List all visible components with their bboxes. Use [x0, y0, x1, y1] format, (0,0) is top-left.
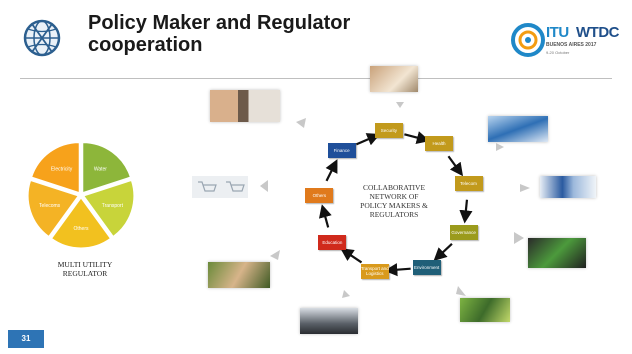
itu-globe-logo — [22, 18, 62, 58]
keyboard-stethoscope-photo — [488, 116, 548, 142]
pie-segment-label: Water — [94, 166, 107, 172]
multi-utility-regulator-label: MULTI UTILITY REGULATOR — [57, 260, 113, 278]
page-number: 31 — [8, 330, 44, 348]
network-node: Others — [305, 187, 334, 203]
pie-segment — [50, 197, 112, 249]
pie-segment-label: Telecoms — [39, 203, 61, 209]
slide-title: Policy Maker and Regulator cooperation — [88, 12, 351, 56]
logo-brand-sub: WTDC — [576, 24, 620, 41]
ring-arrow — [447, 155, 464, 177]
logo-brand-main: ITU — [546, 24, 569, 41]
pie-segment-label: Transport — [102, 203, 124, 209]
ring-arrow — [384, 263, 411, 277]
documents-photo — [370, 66, 418, 92]
cart-icons-image — [192, 176, 248, 198]
network-center-label: COLLABORATIVE NETWORK OF POLICY MAKERS &… — [360, 183, 428, 219]
title-divider — [20, 78, 612, 79]
pie-segment-label: Electricity — [51, 166, 73, 172]
car-photo — [300, 308, 358, 334]
network-node: Environment — [412, 259, 441, 275]
ring-arrow — [404, 131, 430, 144]
telecom-tower-photo — [540, 176, 596, 198]
ring-arrow — [325, 159, 338, 182]
wtdc-logo: ITU WTDC BUENOS AIRES 2017 9-20 October — [510, 20, 622, 66]
pie-segment — [83, 179, 135, 238]
network-node: Governance — [449, 225, 478, 241]
pie-segment — [31, 142, 80, 194]
ring-arrow — [459, 199, 473, 224]
ring-arrow — [355, 133, 381, 146]
vote-button-photo — [528, 238, 586, 268]
education-photo — [208, 262, 270, 288]
network-node: Health — [425, 135, 454, 151]
network-node: Transport and Logistics — [360, 263, 389, 279]
environment-photo — [460, 298, 510, 322]
network-node: Security — [374, 122, 403, 138]
pie-segment-label: Others — [73, 226, 89, 232]
ring-arrow — [433, 243, 453, 262]
network-ring — [300, 110, 490, 290]
network-node: Education — [318, 235, 347, 251]
ring-arrow — [318, 204, 332, 228]
logo-location: BUENOS AIRES 2017 — [546, 42, 597, 48]
network-node: Finance — [327, 143, 356, 159]
pie-segment — [27, 179, 79, 238]
network-node: Telecom — [454, 176, 483, 192]
ring-arrow — [340, 248, 363, 264]
pie-segment — [82, 142, 131, 194]
people-photo — [210, 90, 280, 122]
logo-dates: 9-20 October — [546, 50, 570, 55]
